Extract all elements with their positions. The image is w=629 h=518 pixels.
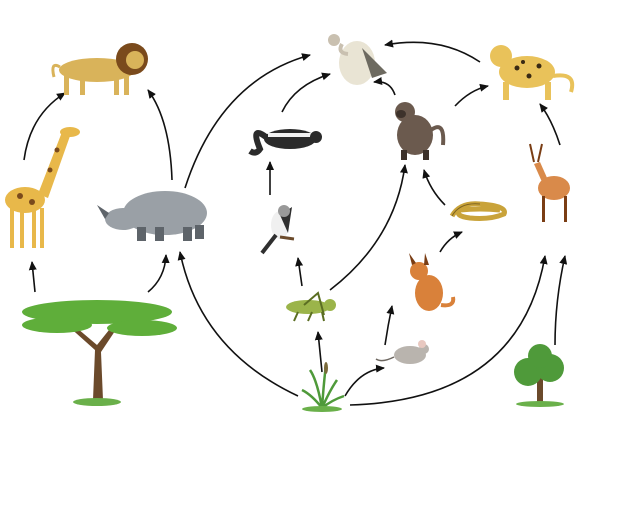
arrow-giraffe-to-lion xyxy=(23,92,66,161)
arrow-grass-to-impala xyxy=(349,255,548,406)
mouse-icon xyxy=(375,340,429,364)
arrow-grasshopper-to-baboon xyxy=(329,164,408,291)
bird-icon xyxy=(260,205,295,255)
giraffe-icon xyxy=(5,127,80,248)
acacia-tree-icon xyxy=(22,300,177,406)
arrow-grass-to-mouse xyxy=(344,364,385,397)
arrow-baboon-to-vulture xyxy=(373,77,396,96)
arrow-acacia-to-rhino xyxy=(147,254,170,293)
arrow-leopard-to-vulture xyxy=(384,39,481,63)
arrow-rhino-to-lion xyxy=(147,89,173,181)
arrow-skunk-to-vulture xyxy=(281,72,331,113)
arrow-caracal-to-snake xyxy=(439,231,463,253)
baboon-icon xyxy=(395,102,446,160)
arrow-grass-to-rhino xyxy=(177,251,299,397)
arrow-grass-to-grasshopper xyxy=(314,331,323,373)
snake-icon xyxy=(449,201,507,221)
impala-icon xyxy=(529,143,570,222)
caracal-icon xyxy=(409,253,456,311)
arrow-mouse-to-caracal xyxy=(384,305,395,346)
arrow-grasshopper-to-shrike xyxy=(295,257,304,287)
vulture-icon xyxy=(328,34,387,85)
arrow-snake-to-baboon xyxy=(422,169,446,206)
arrow-rhino-to-vulture xyxy=(184,53,311,189)
grasshopper-icon xyxy=(286,291,336,322)
arrow-acacia-to-giraffe xyxy=(28,261,37,293)
rhino-icon xyxy=(97,191,207,241)
arrow-impala-to-leopard xyxy=(539,103,561,146)
arrow-bush-to-impala xyxy=(554,255,568,346)
grass-icon xyxy=(301,362,345,412)
shrub-icon xyxy=(514,344,564,407)
leopard-icon xyxy=(490,45,575,100)
arrow-baboon-to-leopard xyxy=(454,83,489,107)
skunk-icon xyxy=(248,129,322,156)
lion-icon xyxy=(51,43,148,95)
